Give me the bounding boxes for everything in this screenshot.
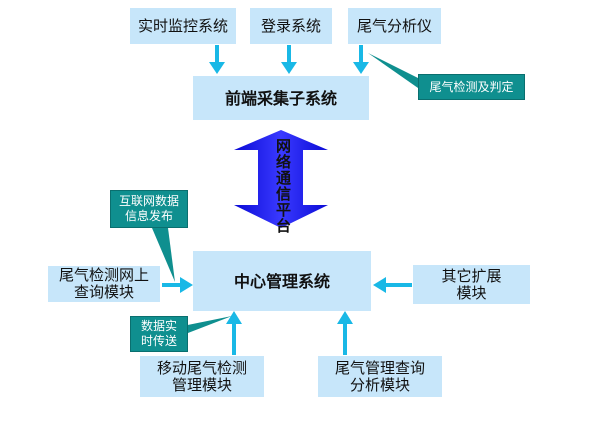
callout-pointer-detect [368,53,418,88]
callout-realtime-transfer: 数据实时传送 [130,316,188,352]
box-realtime-monitor: 实时监控系统 [130,8,236,44]
box-center-mgmt: 中心管理系统 [193,251,371,311]
network-double-arrow [234,130,328,228]
box-frontend-collect: 前端采集子系统 [193,76,369,120]
callout-pointer-internet [152,228,175,282]
arrow-head-ext [373,277,386,293]
box-other-ext: 其它扩展模块 [413,265,530,304]
box-mobile-mgmt: 移动尾气检测管理模块 [140,356,264,397]
box-exhaust-analyzer: 尾气分析仪 [348,8,441,44]
arrow-head-mobile [226,311,242,324]
box-login: 登录系统 [250,8,332,44]
arrow-head-monitor [209,62,225,74]
arrow-head-query [180,277,193,293]
box-query-analysis: 尾气管理查询分析模块 [318,356,442,397]
box-online-query: 尾气检测网上查询模块 [48,266,160,302]
arrow-head-analyzer [353,62,369,74]
callout-detect-judge: 尾气检测及判定 [418,74,525,100]
label-network-platform: 网络通信平台 [274,138,292,234]
arrow-head-login [281,62,297,74]
arrow-head-analysis [337,311,353,324]
callout-internet-publish: 互联网数据信息发布 [110,190,188,228]
